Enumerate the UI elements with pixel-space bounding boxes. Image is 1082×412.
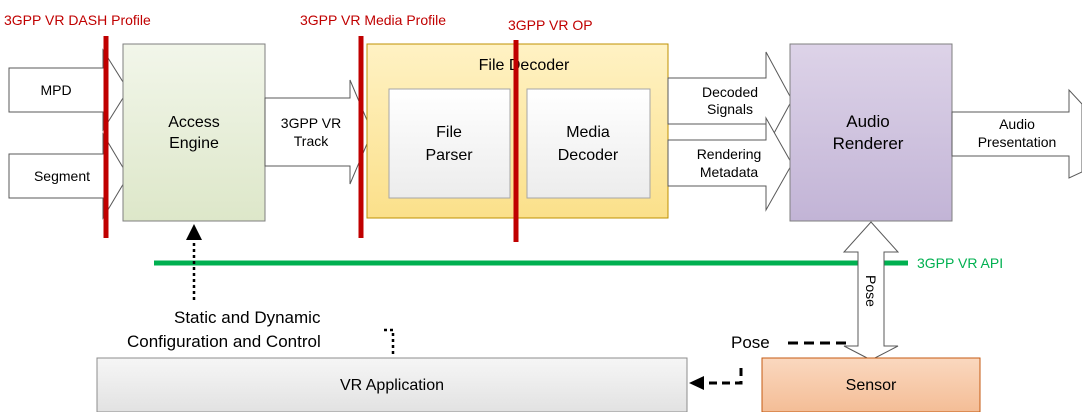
file-parser-box — [388, 88, 511, 199]
vr-op-label: 3GPP VR OP — [508, 17, 593, 33]
config-line2: Configuration and Control — [127, 332, 321, 351]
file-parser-line2: Parser — [425, 147, 473, 164]
sensor-box — [761, 357, 981, 412]
decoded-signals-line1: Decoded — [702, 84, 758, 100]
audio-presentation-line1: Audio — [999, 116, 1035, 132]
pose-double-arrow — [842, 221, 900, 361]
access-engine-box — [122, 43, 266, 222]
vr-track-arrow — [264, 79, 373, 185]
pose-horizontal-label: Pose — [731, 333, 770, 352]
rendering-metadata-line1: Rendering — [697, 146, 762, 162]
vr-application-label: VR Application — [340, 377, 444, 394]
media-decoder-box — [526, 88, 651, 199]
media-profile-label: 3GPP VR Media Profile — [300, 12, 446, 28]
vr-api-label: 3GPP VR API — [917, 255, 1003, 271]
pose-vertical-label: Pose — [863, 275, 879, 307]
audio-presentation-line2: Presentation — [978, 134, 1057, 150]
access-engine-line1: Access — [168, 114, 220, 131]
segment-label: Segment — [34, 168, 90, 184]
dash-profile-label: 3GPP VR DASH Profile — [4, 12, 151, 28]
access-engine-line2: Engine — [169, 135, 219, 152]
sensor-to-app-dashed-line — [704, 368, 743, 385]
rendering-metadata-arrow — [667, 116, 793, 212]
config-arrowhead — [186, 224, 202, 240]
rendering-metadata-line2: Metadata — [700, 164, 759, 180]
audio-renderer-line1: Audio — [846, 112, 889, 131]
sensor-label: Sensor — [846, 377, 897, 394]
audio-presentation-arrow — [951, 88, 1082, 179]
vr-track-line2: Track — [294, 133, 329, 149]
audio-renderer-box — [789, 43, 953, 222]
file-parser-line1: File — [436, 124, 462, 141]
config-line1: Static and Dynamic — [174, 308, 321, 327]
audio-renderer-line2: Renderer — [833, 134, 904, 153]
segment-arrow — [8, 132, 129, 220]
file-decoder-title: File Decoder — [479, 57, 570, 74]
vr-application-box — [96, 357, 688, 412]
media-decoder-line2: Decoder — [558, 147, 619, 164]
config-dotted-bracket — [384, 328, 395, 356]
decoded-signals-arrow — [667, 51, 793, 149]
media-decoder-line1: Media — [566, 124, 610, 141]
vr-track-line1: 3GPP VR — [281, 115, 341, 131]
mpd-arrow — [8, 48, 129, 132]
mpd-label: MPD — [40, 82, 71, 98]
sensor-to-app-arrowhead — [689, 376, 704, 390]
decoded-signals-line2: Signals — [707, 101, 753, 117]
